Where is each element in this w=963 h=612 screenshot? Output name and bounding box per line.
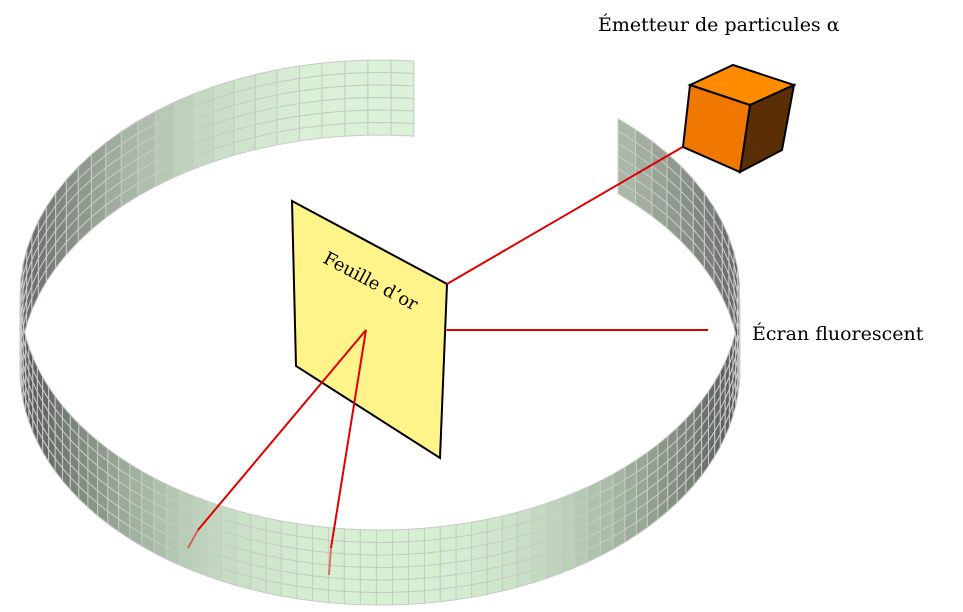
screen-cell [390, 84, 415, 100]
screen-cell [391, 541, 409, 556]
screen-cell [344, 97, 369, 112]
screen-cell [455, 584, 473, 601]
screen-cell [407, 565, 425, 580]
screen-cell [359, 591, 377, 606]
screen-cell [375, 579, 393, 593]
cube-front-face [681, 83, 752, 174]
screen-cell [327, 527, 345, 542]
alpha-rays-front [187, 126, 718, 576]
screen-cell [312, 587, 329, 604]
screen-cell [344, 109, 369, 125]
screen-cell [391, 591, 409, 606]
screen-cell [390, 72, 415, 87]
screen-cell [375, 591, 393, 606]
screen-cell [327, 589, 345, 605]
screen-cell [390, 59, 415, 75]
screen-cell [423, 551, 441, 567]
screen-cell [423, 538, 441, 554]
screen-cell [312, 525, 329, 541]
screen-cell [321, 73, 346, 89]
screen-cell [312, 575, 329, 591]
screen-cell [407, 527, 425, 543]
screen-cell [321, 60, 346, 77]
screen-cell [367, 59, 392, 74]
screen-cell [423, 563, 441, 579]
gold-foil [290, 199, 449, 460]
screen-cell [407, 590, 425, 605]
screen-cell [407, 552, 425, 568]
screen-cell [344, 84, 369, 100]
deflected-ray-down-end [328, 547, 332, 576]
deflected-ray-left [197, 329, 367, 531]
screen-cell [343, 590, 361, 606]
screen-cell [312, 550, 329, 566]
deflected-ray-left-end [187, 529, 199, 549]
screen-cell [359, 529, 377, 543]
screen-cell [367, 97, 392, 111]
screen-cell [391, 553, 409, 568]
screen-cell [367, 84, 392, 99]
screen-label: Écran fluorescent [752, 322, 924, 345]
screen-cell [359, 566, 377, 581]
screen-cell [367, 109, 392, 124]
screen-cell [343, 578, 361, 593]
screen-cell [359, 554, 377, 568]
screen-cell [343, 540, 361, 556]
screen-cell [375, 566, 393, 581]
screen-cell [391, 578, 409, 593]
screen-cell [390, 109, 415, 125]
emitter-label: Émetteur de particules α [598, 13, 840, 36]
screen-cell [471, 581, 488, 598]
screen-cell [390, 97, 415, 112]
screen-cell [344, 72, 369, 87]
screen-cell [344, 122, 369, 137]
screen-cell [321, 98, 346, 114]
screen-cell [423, 588, 441, 604]
screen-cell [280, 582, 298, 600]
screen-cell [390, 122, 415, 137]
screen-cell [343, 565, 361, 581]
screen-cell [312, 562, 329, 579]
screen-cell [375, 541, 393, 556]
screen-cell [423, 576, 441, 592]
screen-cell [439, 586, 457, 603]
screen-cell [617, 180, 636, 206]
screen-cell [407, 540, 425, 555]
screen-cell [407, 577, 425, 593]
screen-cell [296, 585, 314, 602]
screen-cell [312, 537, 329, 554]
screen-cell [391, 528, 409, 543]
screen-cell [375, 554, 393, 568]
screen-cell [486, 577, 503, 595]
screen-cell [423, 526, 441, 542]
screen-cell [327, 564, 345, 580]
screen-cell [321, 110, 346, 127]
alpha-emitter-cube [681, 63, 797, 174]
screen-cell [321, 85, 346, 102]
screen-cell [344, 59, 369, 75]
screen-cell [343, 528, 361, 543]
screen-cell [738, 362, 741, 386]
screen-cell [359, 579, 377, 593]
screen-cell [359, 541, 377, 556]
screen-cell [367, 122, 392, 136]
incident-ray [446, 126, 718, 285]
fluorescent-screen [19, 59, 741, 606]
screen-cell [391, 566, 409, 581]
screen-cell [298, 125, 323, 142]
screen-cell [327, 577, 345, 592]
screen-cell [375, 529, 393, 543]
screen-cell [367, 72, 392, 86]
screen-cell [265, 579, 282, 597]
deflected-ray-down [330, 329, 367, 549]
screen-cell [343, 553, 361, 568]
screen-cell [321, 123, 346, 139]
